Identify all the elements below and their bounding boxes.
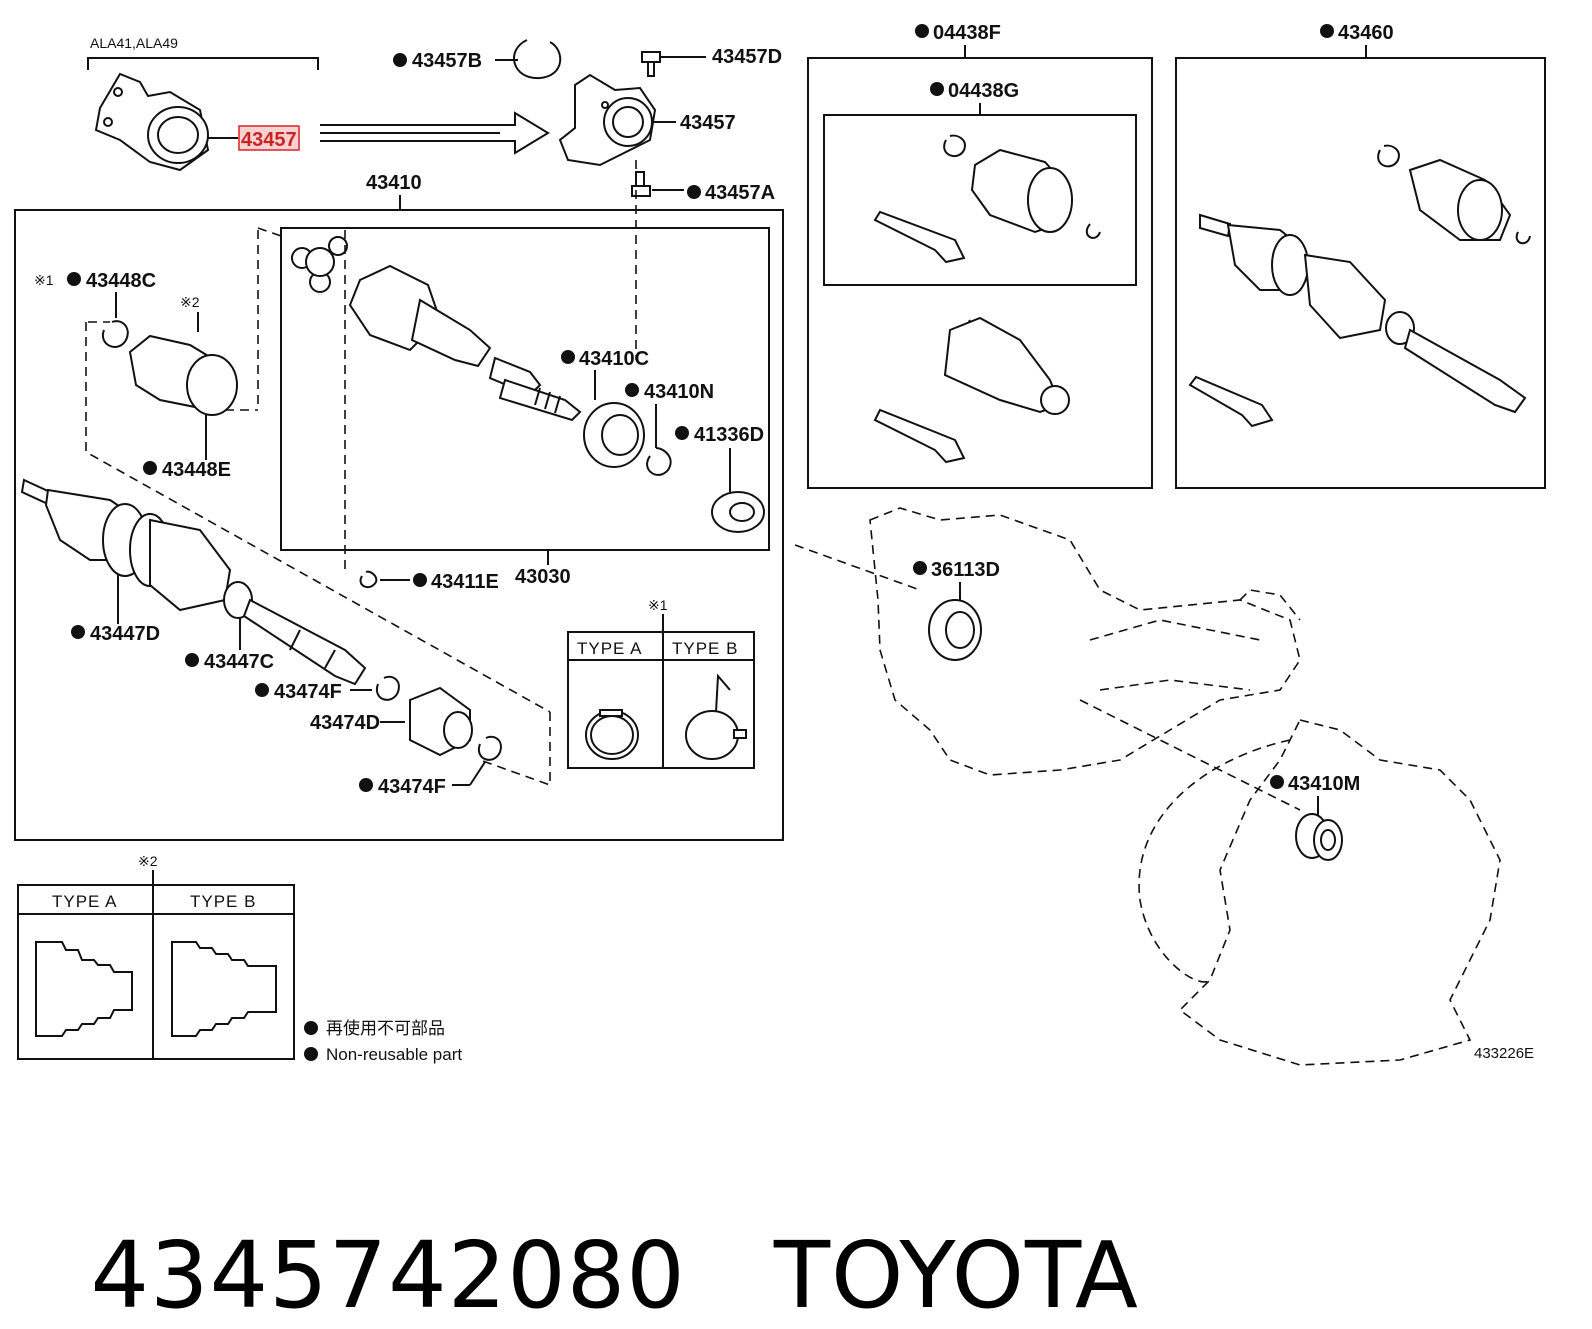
- type-table-1: [567, 631, 755, 769]
- label-43448E[interactable]: 43448E: [162, 459, 231, 481]
- bolt-part: [641, 51, 661, 77]
- boot-kit-box-04438G: [823, 114, 1137, 286]
- arrow: [320, 111, 550, 155]
- legend-jp: 再使用不可部品: [326, 1018, 445, 1038]
- variant-bracket: [87, 57, 319, 70]
- assembly-box-43410: [14, 209, 784, 841]
- label-43410[interactable]: 43410: [366, 172, 422, 194]
- label-43447C[interactable]: 43447C: [204, 651, 274, 673]
- part-number: 4345742080: [90, 1222, 686, 1329]
- bearing-43410M: [1295, 813, 1343, 861]
- boot-kit-g-parts: [873, 134, 1101, 264]
- type-table-2: [17, 884, 295, 1060]
- shaft-spline: [498, 378, 582, 422]
- boot-kit-box-04438F: [807, 57, 1153, 489]
- label-43030[interactable]: 43030: [515, 566, 571, 588]
- note-mark-1b: ※1: [648, 597, 668, 613]
- label-43447D[interactable]: 43447D: [90, 623, 160, 645]
- stud-part: [631, 171, 651, 197]
- dynamic-damper-43474D: [409, 686, 473, 757]
- type-table-2-col-b: TYPE B: [190, 892, 256, 911]
- label-43474D[interactable]: 43474D: [310, 712, 380, 734]
- shaft-kit-parts: [1188, 144, 1531, 428]
- note-mark-2b: ※2: [138, 853, 158, 869]
- label-04438F[interactable]: 04438F: [933, 22, 1001, 44]
- legend-en: Non-reusable part: [326, 1045, 462, 1064]
- assembly-box-43030: [280, 227, 770, 551]
- boot-kit-f-parts: [873, 316, 1070, 464]
- label-43411E[interactable]: 43411E: [431, 571, 499, 593]
- label-43410M[interactable]: 43410M: [1288, 773, 1360, 795]
- clamp-43448C: [101, 320, 129, 348]
- boot-type-b: [171, 941, 277, 1037]
- clip-43411E: [359, 570, 378, 589]
- brand-name: TOYOTA: [773, 1222, 1139, 1329]
- label-43410N[interactable]: 43410N: [644, 381, 714, 403]
- label-43457[interactable]: 43457: [680, 112, 736, 134]
- tripod-joint: [291, 236, 348, 293]
- variant-note: ALA41,ALA49: [90, 35, 178, 51]
- parts-diagram: ALA41,ALA49 43457 43457B 43457D 43457 4: [14, 22, 1546, 1066]
- label-04438G[interactable]: 04438G: [948, 80, 1019, 102]
- label-43457B[interactable]: 43457B: [412, 50, 482, 72]
- bearing-bracket: [558, 73, 657, 167]
- type-table-1-col-b: TYPE B: [672, 639, 738, 658]
- clamp-type-b: [685, 710, 739, 760]
- oil-seal-41336D: [711, 491, 765, 533]
- label-43410C[interactable]: 43410C: [579, 348, 649, 370]
- boot-43448: [128, 334, 238, 416]
- boot-type-a: [35, 941, 133, 1037]
- label-43460[interactable]: 43460: [1338, 22, 1394, 44]
- type-table-1-col-a: TYPE A: [577, 639, 643, 658]
- label-43474F-bottom[interactable]: 43474F: [378, 776, 446, 798]
- label-43474F-top[interactable]: 43474F: [274, 681, 342, 703]
- drive-shaft-assembly: [20, 478, 367, 686]
- note-mark-2: ※2: [180, 294, 200, 310]
- highlight-box: [238, 125, 300, 151]
- oil-seal-36113D: [928, 599, 982, 661]
- clamp-43474F-top: [375, 675, 400, 701]
- snap-ring-43410N: [646, 447, 672, 476]
- label-41336D[interactable]: 41336D: [694, 424, 764, 446]
- clip-part: [513, 39, 562, 80]
- case-outline: [1178, 719, 1501, 1066]
- bearing-bracket-variant: [94, 72, 210, 172]
- inner-joint-housing: [348, 264, 542, 397]
- label-36113D[interactable]: 36113D: [931, 559, 1000, 581]
- note-mark-1: ※1: [34, 272, 54, 288]
- label-highlight-43457[interactable]: 43457: [241, 129, 297, 151]
- label-43448C[interactable]: 43448C: [86, 270, 156, 292]
- type-table-2-col-a: TYPE A: [52, 892, 118, 911]
- figure-code: 433226E: [1474, 1045, 1534, 1062]
- transmission-outline: [869, 507, 1301, 776]
- clamp-43474F-bottom: [477, 735, 502, 761]
- bearing-43410C: [583, 402, 645, 468]
- shaft-kit-box-43460: [1175, 57, 1546, 489]
- label-43457A[interactable]: 43457A: [705, 182, 775, 204]
- label-43457D[interactable]: 43457D: [712, 46, 782, 68]
